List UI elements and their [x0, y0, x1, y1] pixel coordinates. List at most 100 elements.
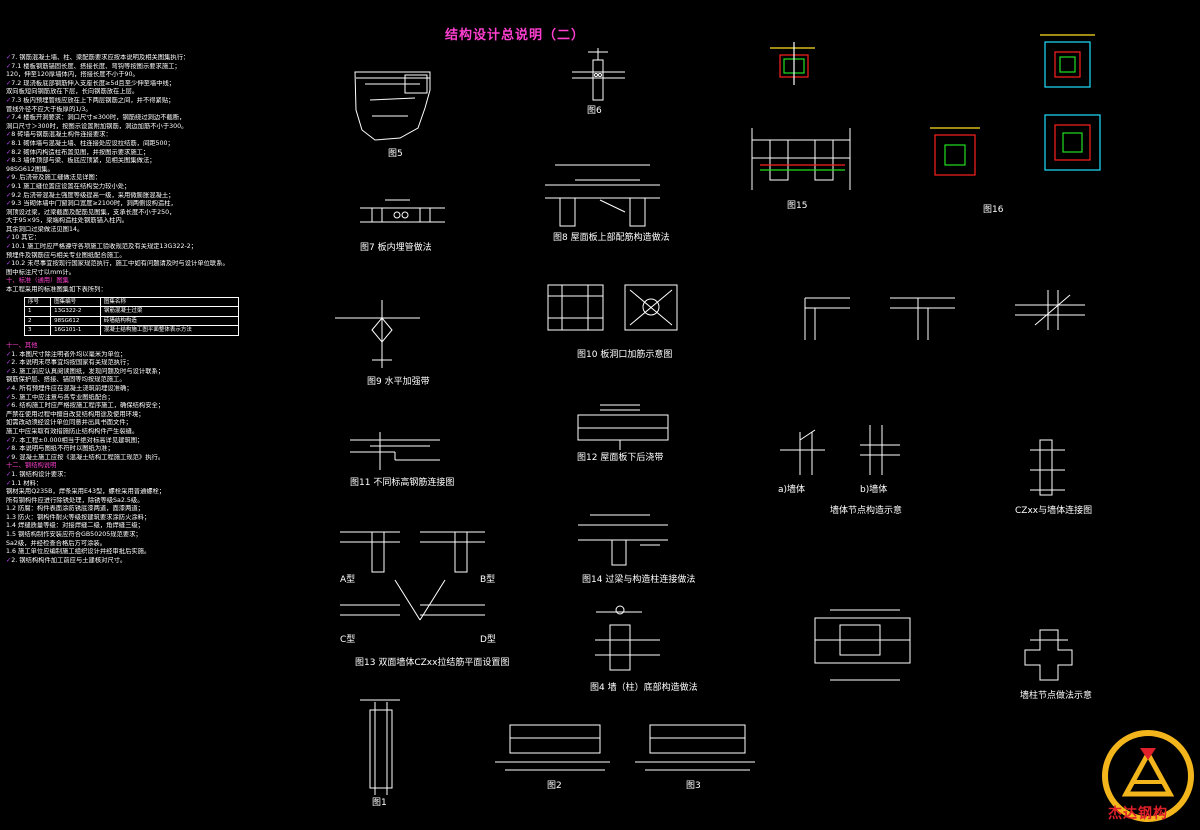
section-1-1 [770, 42, 815, 85]
note-text: 9.2 后浇带混凝土强度等级提高一级，采用微膨胀混凝土； [11, 191, 175, 199]
note-line: 钢筋保护层、搭接、锚固等均按规范施工。 [6, 376, 261, 385]
detail-fig3 [635, 724, 755, 771]
note-line: 1.4 焊缝质量等级：对接焊缝二级，角焊缝三级； [6, 522, 261, 531]
check-mark-icon: ✓ [6, 393, 12, 401]
note-text: 洞顶设过梁，过梁截面及配筋见图集，支承长度不小于250， [6, 208, 176, 216]
note-line: ✓2. 钢结构构件加工前应与土建核对尺寸。 [6, 557, 261, 566]
note-text: 6. 结构施工时应严格按施工程序施工，确保结构安全； [11, 402, 165, 410]
note-text: 1.1 材料： [11, 479, 43, 487]
detail-fig7 [360, 199, 445, 223]
check-mark-icon: ✓ [6, 436, 12, 444]
caption-fig7: 图7 板内埋管做法 [360, 243, 432, 253]
note-text: 2. 本说明未尽事宜均按国家有关规范执行； [11, 359, 133, 367]
note-text: 1. 本图尺寸除注明者外均以毫米为单位； [11, 350, 127, 358]
note-line: 98SG612图集。 [6, 166, 261, 175]
caption-fig4: 图4 墙（柱）底部构造做法 [590, 683, 698, 693]
caption-fig12: 图12 屋面板下后浇带 [577, 453, 664, 463]
caption-fig1: 图1 [372, 798, 387, 808]
note-line: ✓10 其它： [6, 234, 261, 243]
note-text: 9.1 施工缝位置应设置在结构受力较小处； [11, 182, 131, 190]
note-text: 2. 钢结构构件加工前应与土建核对尺寸。 [11, 556, 127, 564]
check-mark-icon: ✓ [6, 62, 12, 70]
note-line: ✓9. 混凝土施工应按《混凝土结构工程施工规范》执行。 [6, 454, 261, 463]
note-text: 5. 施工中应注意与各专业图纸配合； [11, 393, 114, 401]
detail-fig9 [335, 300, 420, 368]
lintel-detail [814, 609, 911, 681]
detail-fig12 [577, 404, 669, 450]
note-text: 9.3 当砌体墙中门窗洞口宽度≥2100时，洞两侧设构造柱， [11, 200, 177, 208]
note-line: 其余洞口过梁做法见图14。 [6, 226, 261, 235]
note-line: ✓9.2 后浇带混凝土强度等级提高一级，采用微膨胀混凝土； [6, 192, 261, 201]
node-b [860, 425, 900, 475]
note-text: 钢材采用Q235B，焊条采用E43型，螺栓采用普通螺栓； [6, 488, 166, 496]
caption-fig6: 图6 [587, 106, 602, 116]
note-line: 十、标准（通用）图集 [6, 277, 261, 286]
note-line: ✓8.2 砌体内构造柱布置见图，并按图示要求施工； [6, 149, 261, 158]
note-line: ✓2. 本说明未尽事宜均按国家有关规范执行； [6, 359, 261, 368]
detail-fig8 [545, 164, 660, 227]
detail-fig1 [360, 699, 400, 795]
caption-fig3: 图3 [686, 781, 701, 791]
detail-fig4 [595, 605, 660, 671]
check-mark-icon: ✓ [6, 200, 12, 208]
note-line: 洞口尺寸＞300时，按图示设置附加钢筋，洞边加筋不小于300。 [6, 123, 261, 132]
check-mark-icon: ✓ [6, 114, 12, 122]
note-line: 十二、钢结构说明 [6, 462, 261, 471]
note-line: ✓8.3 墙体顶部与梁、板底应顶紧，见相关图集做法； [6, 157, 261, 166]
node-a [780, 429, 825, 475]
section-fig16-a [930, 127, 980, 176]
note-line: 1.5 钢结构制作安装应符合GB50205规范要求； [6, 531, 261, 540]
check-mark-icon: ✓ [6, 384, 12, 392]
label-b-node: b)墙体 [860, 485, 888, 495]
check-mark-icon: ✓ [6, 402, 12, 410]
label-b-type: B型 [480, 575, 496, 585]
note-text: 7. 钢筋混凝土墙、柱、梁配筋要求应按本说明及相关图集执行： [11, 54, 190, 61]
caption-fig5: 图5 [388, 149, 403, 159]
note-text: 10.2 未尽事宜按现行国家规范执行，施工中如有问题请及时与设计单位联系。 [11, 260, 229, 268]
check-mark-icon: ✓ [6, 54, 12, 61]
note-line: Sa2级，并经检查合格后方可涂装。 [6, 540, 261, 549]
note-text: 十、标准（通用）图集 [6, 277, 69, 285]
label-a-type: A型 [340, 575, 356, 585]
note-text: 1.5 钢结构制作安装应符合GB50205规范要求； [6, 531, 142, 539]
note-line: ✓1. 钢结构设计要求： [6, 471, 261, 480]
note-text: 10.1 施工时应严格遵守各项施工验收规范及有关规定13G322-2； [11, 243, 198, 251]
caption-fig10: 图10 板洞口加筋示意图 [577, 350, 673, 360]
label-a-node: a)墙体 [778, 485, 806, 495]
note-line: 预埋件及钢筋应与相关专业图纸配合施工。 [6, 252, 261, 261]
note-text: 1.4 焊缝质量等级：对接焊缝二级，角焊缝三级； [6, 522, 144, 530]
caption-cz: CZxx与墙体连接图 [1015, 506, 1093, 516]
note-text: 7. 本工程±0.000相当于绝对标高详见建筑图； [11, 436, 144, 444]
check-mark-icon: ✓ [6, 556, 12, 564]
note-line: 120，伸至120厚墙体内，搭接长度不小于90。 [6, 71, 261, 80]
section-fig16-b [1044, 114, 1101, 171]
note-text: 8.3 墙体顶部与梁、板底应顶紧，见相关图集做法； [11, 157, 156, 165]
note-line: ✓7.4 楼板开洞要求：洞口尺寸≤300时，钢筋绕过洞边不截断， [6, 114, 261, 123]
note-text: 9. 混凝土施工应按《混凝土结构工程施工规范》执行。 [11, 453, 165, 461]
note-line: 所有钢构件应进行除锈处理，除锈等级Sa2.5级。 [6, 497, 261, 506]
sheet-title: 结构设计总说明（二） [445, 28, 586, 43]
note-text: 其余洞口过梁做法见图14。 [6, 225, 84, 233]
caption-fig8: 图8 屋面板上部配筋构造做法 [553, 233, 670, 243]
label-d-type: D型 [480, 635, 496, 645]
check-mark-icon: ✓ [6, 367, 12, 375]
note-line: 洞顶设过梁，过梁截面及配筋见图集，支承长度不小于250， [6, 209, 261, 218]
note-line: ✓8. 本说明与图纸不符时以图纸为准； [6, 445, 261, 454]
note-line: ✓5. 施工中应注意与各专业图纸配合； [6, 394, 261, 403]
note-text: 本工程采用的标准图集如下表所列： [6, 286, 107, 294]
wall-node-3 [1015, 290, 1085, 330]
note-text: 施工中应采取有效措施防止结构构件产生裂缝。 [6, 427, 139, 435]
design-notes: ✓7. 钢筋混凝土墙、柱、梁配筋要求应按本说明及相关图集执行：✓7.1 楼板钢筋… [6, 54, 261, 565]
note-line: 如需改动须经设计单位同意并出具书面文件； [6, 419, 261, 428]
note-line: ✓7.2 现浇板底部钢筋伸入支座长度≥5d且至少伸至墙中线； [6, 80, 261, 89]
note-text: 管线外径不应大于板厚的1/3。 [6, 105, 92, 113]
wall-node-2 [890, 297, 955, 340]
note-line: ✓10.2 未尽事宜按现行国家规范执行，施工中如有问题请及时与设计单位联系。 [6, 260, 261, 269]
note-text: 10 其它： [11, 234, 41, 242]
note-text: 钢筋保护层、搭接、锚固等均按规范施工。 [6, 376, 126, 384]
check-mark-icon: ✓ [6, 131, 12, 139]
check-mark-icon: ✓ [6, 174, 12, 182]
note-line: ✓1. 本图尺寸除注明者外均以毫米为单位； [6, 351, 261, 360]
